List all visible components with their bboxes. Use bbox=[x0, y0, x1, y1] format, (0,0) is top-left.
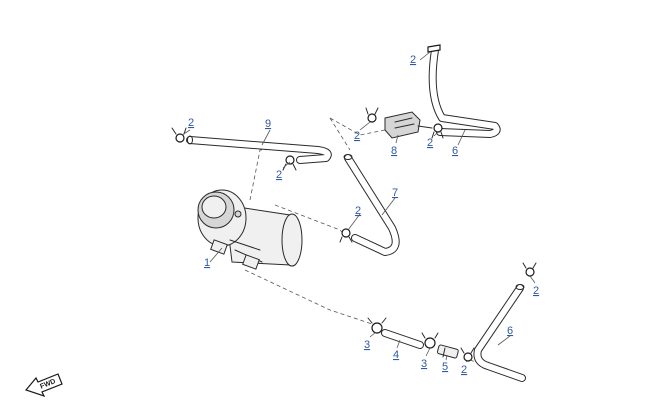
callout-5[interactable]: 5 bbox=[442, 361, 448, 373]
callout-2-part7[interactable]: 2 bbox=[355, 205, 361, 217]
callout-4[interactable]: 4 bbox=[393, 349, 399, 361]
callout-6-upper[interactable]: 6 bbox=[452, 145, 458, 157]
callout-3-left[interactable]: 3 bbox=[364, 339, 370, 351]
clamp-part6-top[interactable] bbox=[427, 44, 441, 53]
clamp-part7-lower[interactable] bbox=[339, 228, 353, 243]
callout-labels: 1 2 2 2 2 2 2 2 2 3 3 4 5 6 6 7 8 9 bbox=[188, 54, 539, 376]
callout-9[interactable]: 9 bbox=[265, 118, 271, 130]
callout-2-part5[interactable]: 2 bbox=[461, 364, 467, 376]
canister-part-1[interactable] bbox=[197, 189, 303, 270]
fwd-arrow-icon: FWD bbox=[24, 373, 63, 398]
leader-lines bbox=[181, 51, 536, 363]
callout-2-part8-left[interactable]: 2 bbox=[354, 130, 360, 142]
hose-part-9[interactable] bbox=[186, 135, 332, 164]
clamp-part5-right[interactable] bbox=[460, 347, 475, 362]
valve-part-8[interactable] bbox=[384, 111, 433, 139]
hose-part-4[interactable] bbox=[381, 329, 424, 349]
clamp-part3-left[interactable] bbox=[367, 317, 387, 334]
clamp-part6-lower-top[interactable] bbox=[522, 262, 537, 277]
callout-2-part6-lower[interactable]: 2 bbox=[533, 285, 539, 297]
callout-7[interactable]: 7 bbox=[392, 187, 398, 199]
callout-1[interactable]: 1 bbox=[204, 257, 210, 269]
clamp-part8-left[interactable] bbox=[365, 107, 379, 123]
callout-2-part8-right[interactable]: 2 bbox=[427, 137, 433, 149]
callout-8[interactable]: 8 bbox=[391, 145, 397, 157]
callout-2-upper-left[interactable]: 2 bbox=[188, 117, 194, 129]
connector-part-5[interactable] bbox=[436, 344, 459, 359]
hose-part-6-lower[interactable] bbox=[473, 284, 526, 382]
callout-2-top[interactable]: 2 bbox=[410, 54, 416, 66]
callout-3-right[interactable]: 3 bbox=[421, 358, 427, 370]
clamp-part9-right[interactable] bbox=[282, 155, 297, 171]
clamp-upper-left[interactable] bbox=[171, 127, 187, 143]
hose-part-7[interactable] bbox=[343, 154, 400, 256]
callout-2-part9[interactable]: 2 bbox=[276, 169, 282, 181]
clamp-part3-right[interactable] bbox=[421, 332, 439, 349]
hose-part-6-upper[interactable] bbox=[428, 46, 501, 138]
callout-6-lower[interactable]: 6 bbox=[507, 325, 513, 337]
